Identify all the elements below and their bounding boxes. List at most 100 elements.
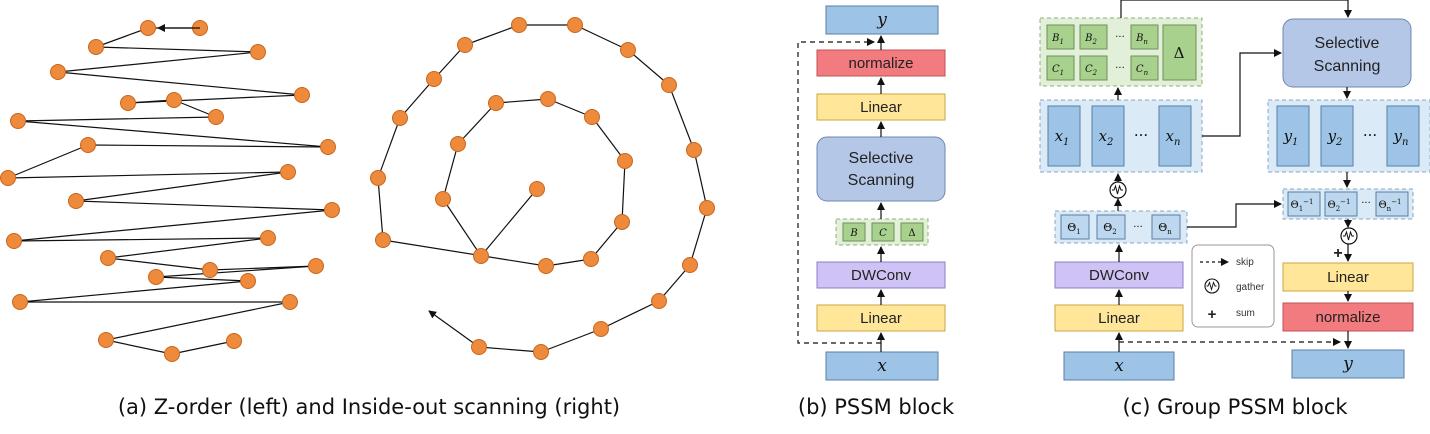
- group-linear-left-label: Linear: [1098, 310, 1140, 327]
- z-order-point: [12, 294, 28, 310]
- z-order-path-segment: [7, 144, 89, 179]
- z-order-point: [260, 230, 276, 246]
- inside-out-path-segment: [600, 300, 660, 330]
- inside-out-path-segment: [540, 328, 602, 353]
- inside-out-path-segment: [627, 49, 670, 86]
- group-y2-box: [1320, 105, 1354, 167]
- group-thetan-box: [1151, 214, 1181, 240]
- inside-out-path-segment: [621, 160, 626, 223]
- group-selective-label-2: Scanning: [1314, 58, 1381, 75]
- z-order-path-segment: [13, 237, 269, 242]
- z-order-path-segment: [105, 301, 291, 341]
- group-c-dots: ···: [1115, 63, 1125, 74]
- inside-out-path-segment: [478, 346, 542, 353]
- inside-out-point: [699, 200, 715, 216]
- pssm-linear-bottom-label: Linear: [860, 310, 902, 327]
- z-order-point: [250, 44, 266, 60]
- inside-out-point: [375, 232, 391, 248]
- inside-out-direction-arrow: [428, 310, 480, 348]
- group-theta-inv1-label: Θ1−1: [1291, 198, 1314, 213]
- z-order-path-segment: [75, 200, 333, 211]
- pssm-b-box: [842, 222, 866, 242]
- group-x-label: x: [1114, 356, 1124, 376]
- z-order-point: [100, 250, 116, 266]
- inside-out-path-segment: [464, 24, 520, 46]
- inside-out-path-segment: [590, 221, 623, 260]
- z-order-point: [320, 139, 336, 155]
- z-order-path-segment: [57, 71, 303, 96]
- group-theta2-box: [1096, 214, 1126, 240]
- group-thetan-label: Θn: [1158, 221, 1172, 236]
- z-order-scan: [0, 20, 340, 362]
- pssm-c-box: [871, 222, 895, 242]
- inside-out-point: [529, 181, 545, 197]
- caption-b: (b) PSSM block: [798, 395, 955, 419]
- z-order-path-segment: [19, 280, 249, 303]
- inside-out-path-segment: [377, 177, 384, 241]
- group-xn-label: xn: [1166, 127, 1181, 148]
- z-order-point: [6, 233, 22, 249]
- group-c2-label: C2: [1085, 64, 1098, 77]
- inside-out-point: [661, 77, 677, 93]
- inside-out-point: [370, 170, 386, 186]
- group-yn-label: yn: [1393, 127, 1409, 148]
- group-selective-box: [1282, 18, 1412, 88]
- pssm-x-label: x: [877, 356, 887, 376]
- z-order-path-segment: [7, 171, 289, 179]
- inside-out-point: [426, 71, 442, 87]
- z-order-point: [166, 92, 182, 108]
- group-pssm-block: B1 B2 ··· Bn C1 C2 ··· Cn Δ Selective Sc…: [1039, 0, 1430, 381]
- inside-out-path-segment: [693, 149, 708, 209]
- group-b2-label: B2: [1084, 33, 1097, 46]
- pssm-selective-box: [816, 136, 946, 202]
- legend-sum-icon: +: [1208, 306, 1217, 323]
- inside-out-point: [392, 110, 408, 126]
- pssm-block: y normalize Linear Selective Scanning B …: [797, 5, 946, 381]
- z-order-path-segment: [87, 144, 329, 148]
- group-selective-label-1: Selective: [1315, 35, 1380, 52]
- z-order-point: [88, 39, 104, 55]
- z-order-path-segment: [107, 237, 269, 259]
- z-order-point: [50, 64, 66, 80]
- z-order-path-segment: [171, 340, 235, 355]
- legend-gather-label: gather: [1236, 282, 1265, 293]
- group-theta-inv-dots: ···: [1361, 198, 1371, 209]
- inside-out-point: [651, 293, 667, 309]
- z-order-point: [280, 164, 296, 180]
- inside-out-path-segment: [668, 84, 695, 151]
- inside-out-point: [593, 321, 609, 337]
- group-y-dots: ···: [1363, 126, 1377, 144]
- inside-out-point: [473, 248, 489, 264]
- inside-out-path-segment: [377, 117, 401, 179]
- z-order-path-segment: [95, 46, 259, 53]
- inside-out-path-segment: [442, 198, 482, 257]
- inside-out-point: [614, 214, 630, 230]
- group-x2-box: [1091, 105, 1125, 167]
- group-theta-invn-box: [1375, 191, 1409, 217]
- z-order-point: [0, 170, 16, 186]
- caption-a: (a) Z-order (left) and Inside-out scanni…: [118, 395, 620, 419]
- group-theta-inv2-label: Θ2−1: [1328, 198, 1351, 213]
- z-order-point: [68, 193, 84, 209]
- z-order-point: [80, 137, 96, 153]
- inside-out-point: [617, 153, 633, 169]
- group-normalize-box: [1282, 302, 1414, 332]
- legend-box: [1191, 244, 1275, 328]
- z-order-point: [208, 109, 224, 125]
- group-theta1-box: [1060, 214, 1090, 240]
- z-order-point: [202, 262, 218, 278]
- group-cn-label: Cn: [1136, 64, 1149, 77]
- z-order-point: [294, 87, 310, 103]
- group-bn-label: Bn: [1135, 33, 1148, 46]
- pssm-selective-label-1: Selective: [849, 150, 914, 167]
- inside-out-point: [471, 339, 487, 355]
- group-c1-box: [1046, 55, 1075, 81]
- z-order-point: [10, 113, 26, 129]
- inside-out-point: [584, 109, 600, 125]
- group-linear-left-box: [1054, 304, 1184, 332]
- pssm-linear-bottom-box: [816, 304, 946, 332]
- z-order-path-segment: [17, 120, 329, 148]
- group-y1-label: y1: [1283, 127, 1299, 148]
- inside-out-path-segment: [399, 78, 435, 119]
